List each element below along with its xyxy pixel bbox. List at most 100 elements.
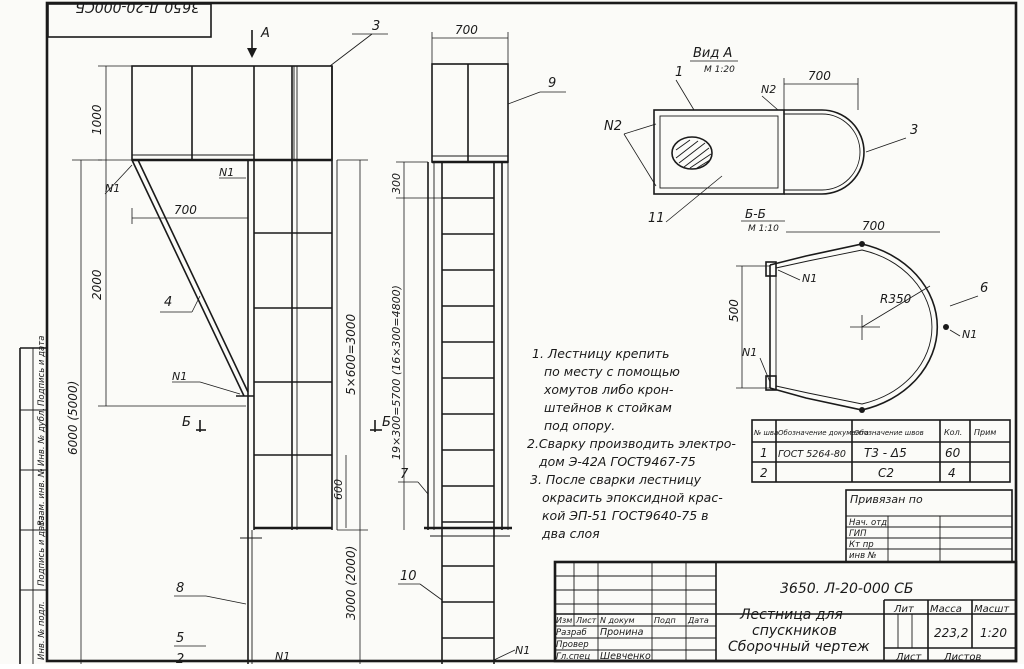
tb-hdr-list: Лист <box>575 616 597 625</box>
view-a-marker: А <box>260 26 270 41</box>
label-2: 2 <box>176 652 184 664</box>
dim-5x600: 5×600=3000 <box>344 313 358 395</box>
binding-row-1: Нач. отд <box>849 518 887 528</box>
dim-600: 600 <box>332 479 345 500</box>
dim-700-section: 700 <box>862 219 885 233</box>
label-5: 5 <box>176 631 184 646</box>
front-dimensions: 1000 2000 6000 (5000) 700 5×600=3000 600… <box>66 19 388 667</box>
title-code: 3650. Л-20-000 СБ <box>780 581 914 597</box>
section-b-b: Б-Б М 1:10 R350 700 500 N1 N1 N1 6 <box>727 207 988 413</box>
binding-row-4: инв № <box>849 551 877 561</box>
view-a-title: Вид А <box>693 46 732 61</box>
weld-hdr-note: Прим <box>974 428 996 437</box>
section-mark-left: Б <box>182 415 191 430</box>
binding-block: Привязан по Нач. отд ГИП Кт пр инв № <box>845 489 1013 563</box>
label-10: 10 <box>400 569 417 584</box>
note-line-1: 1. Лестницу крепить <box>532 346 669 361</box>
weld-r1-no: 1 <box>760 446 768 460</box>
weld-r1-marks: Т3 - Δ5 <box>864 446 907 460</box>
dim-3000: 3000 (2000) <box>344 546 358 620</box>
weld-r2-no: 2 <box>760 466 768 480</box>
section-mark-right: Б <box>382 415 391 430</box>
weld-table: № шва Обозначение документа Обозначение … <box>751 419 1011 483</box>
note-line-3: хомутов либо крон- <box>543 382 674 397</box>
sheet-frame <box>19 1 1018 664</box>
side-elevation-view <box>424 63 512 664</box>
label-n1-f: N1 <box>802 272 817 285</box>
title-block: 3650. Л-20-000 СБ Изм Лист N докум Подп … <box>553 560 1018 663</box>
tb-role-2: Провер <box>556 640 589 650</box>
front-elevation-view: А Б Б <box>131 26 391 664</box>
weld-r2-marks: С2 <box>878 466 894 480</box>
note-line-9: окрасить эпоксидной крас- <box>542 490 723 505</box>
view-a-scale: М 1:20 <box>704 65 735 75</box>
tb-hdr-date: Дата <box>687 616 709 625</box>
stamp-top-left: 3650.Л-20-000СБ <box>47 0 212 38</box>
weld-hdr-qty: Кол. <box>944 428 962 437</box>
section-bb-title: Б-Б <box>745 207 766 221</box>
tb-scale-label: Масшт <box>974 604 1010 615</box>
label-9: 9 <box>548 76 556 91</box>
dim-700-plan: 700 <box>808 69 831 83</box>
tb-hdr-sign: Подп <box>654 616 676 625</box>
binding-title: Привязан по <box>850 493 923 506</box>
tb-name-3: Шевченко <box>600 651 651 662</box>
tb-lit-label: Лит <box>893 604 915 615</box>
tb-sheet-label: Лист <box>895 652 923 663</box>
tb-role-3: Гл.спец <box>556 652 590 662</box>
label-n1-c: N1 <box>172 370 187 383</box>
tb-sheets-label: Листов <box>943 652 981 663</box>
label-n1-d: N1 <box>275 650 290 663</box>
tb-name-1: Пронина <box>600 627 644 638</box>
hatch <box>675 139 712 169</box>
side-ladder-rungs <box>442 197 494 639</box>
note-line-7: дом Э-42А ГОСТ9467-75 <box>538 454 696 469</box>
label-4: 4 <box>164 295 172 310</box>
label-6: 6 <box>980 281 988 296</box>
binding-row-3: Кт пр <box>849 540 874 550</box>
side-stamp-strip: Подпись и дата Инв. № дубл. Взам. инв. №… <box>20 336 47 660</box>
side-label-4: Подпись и дата <box>37 516 47 586</box>
tb-mass-value: 223,2 <box>934 626 968 640</box>
general-notes: 1. Лестницу крепить по месту с помощью х… <box>527 346 736 541</box>
note-line-8: 3. После сварки лестницу <box>530 472 702 487</box>
label-n1-b: N1 <box>219 166 234 179</box>
note-line-6: 2.Сварку производить электро- <box>527 436 736 451</box>
side-label-5: Инв. № подл. <box>37 601 47 660</box>
drawing-name-3: Сборочный чертеж <box>728 639 870 655</box>
dim-700-side: 700 <box>455 23 478 37</box>
dim-500: 500 <box>727 299 741 322</box>
label-n2-b: N2 <box>604 119 622 134</box>
view-a-plan: Вид А М 1:20 700 1 N2 N2 3 11 <box>604 46 918 226</box>
tb-hdr-izm: Изм <box>556 616 572 625</box>
weld-r1-doc: ГОСТ 5264-80 <box>778 449 846 460</box>
label-n1-g: N1 <box>742 346 757 359</box>
note-line-2: по месту с помощью <box>544 364 680 379</box>
label-7: 7 <box>400 467 409 482</box>
label-3-plan: 3 <box>910 123 918 138</box>
front-ladder-rungs <box>254 232 332 530</box>
label-n1-a: N1 <box>105 182 120 195</box>
tb-mass-label: Масса <box>930 604 962 615</box>
label-11: 11 <box>648 211 665 226</box>
note-line-11: два слоя <box>541 526 600 541</box>
weld-hdr-marks: Обозначение швов <box>854 429 924 437</box>
weld-r1-qty: 60 <box>945 446 961 460</box>
label-8: 8 <box>176 581 184 596</box>
label-3: 3 <box>372 19 380 34</box>
note-line-4: штейнов к стойкам <box>544 400 672 415</box>
dim-6000: 6000 (5000) <box>66 381 80 455</box>
dim-r350: R350 <box>880 292 912 306</box>
weld-r2-qty: 4 <box>948 466 956 480</box>
dim-19x300: 19×300=5700 (16×300=4800) <box>390 285 403 460</box>
dim-2000: 2000 <box>90 269 104 300</box>
label-n2-a: N2 <box>761 83 776 96</box>
note-line-10: кой ЭП-51 ГОСТ9640-75 в <box>542 508 709 523</box>
label-n1-h: N1 <box>962 328 977 341</box>
weld-hdr-doc: Обозначение документа <box>778 429 869 437</box>
dim-1000: 1000 <box>90 104 104 135</box>
tb-hdr-doc: N докум <box>600 616 635 625</box>
binding-row-2: ГИП <box>849 529 867 539</box>
